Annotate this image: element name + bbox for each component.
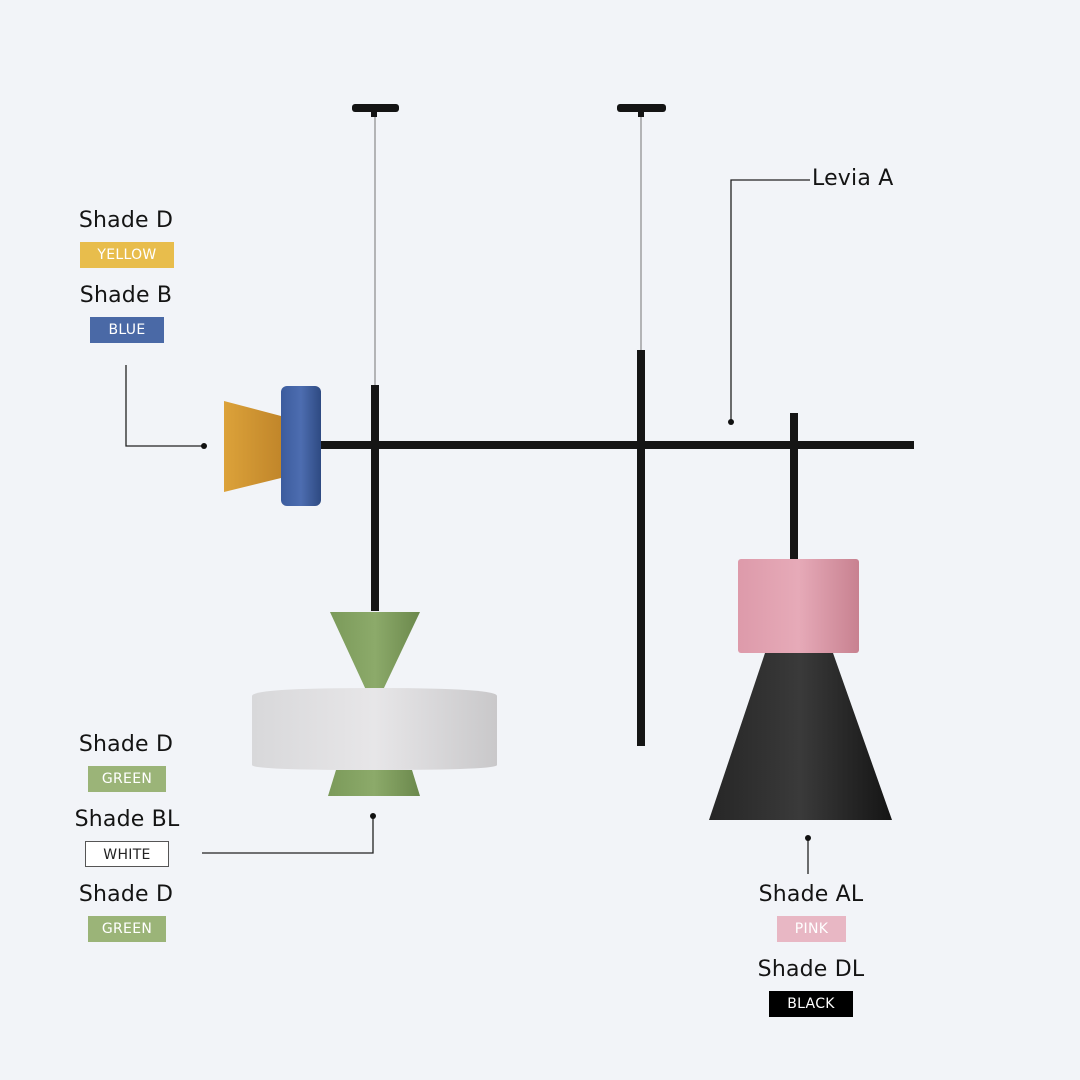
callout-line-levia [730,179,810,421]
shade-dl-black [709,653,892,820]
shade-d-green-top [330,612,420,690]
green-swatch-bottom: GREEN [88,916,166,942]
ceiling-canopy-left [352,104,399,117]
shade-d-green-bottom [328,770,420,796]
yellow-swatch: YELLOW [80,242,174,268]
shade-b-blue-label: Shade B [79,283,173,308]
lamp-frame [318,350,914,746]
shade-bl-white-label: Shade BL [74,807,180,832]
shade-bl-white [252,688,497,770]
shade-b-blue [281,386,321,506]
blue-swatch: BLUE [90,317,164,343]
ceiling-canopy-right [617,104,666,117]
shade-al-pink-label: Shade AL [758,882,864,907]
model-label: Levia A [812,166,894,191]
callout-dot-bottom-left [370,813,376,819]
callout-dot-levia [728,419,734,425]
shade-d-green-top-label: Shade D [78,732,174,757]
pink-swatch: PINK [777,916,846,942]
shade-d-green-bottom-label: Shade D [78,882,174,907]
callout-dot-top-left [201,443,207,449]
green-swatch-top: GREEN [88,766,166,792]
callout-line-top-left [125,365,204,447]
white-swatch: WHITE [85,841,169,867]
callout-dot-bottom-right [805,835,811,841]
callout-line-bottom-left [202,817,374,854]
shade-dl-black-label: Shade DL [757,957,865,982]
black-swatch: BLACK [769,991,853,1017]
shade-d-yellow-label: Shade D [78,208,174,233]
shade-d-yellow [224,401,281,492]
shade-al-pink [738,559,859,653]
